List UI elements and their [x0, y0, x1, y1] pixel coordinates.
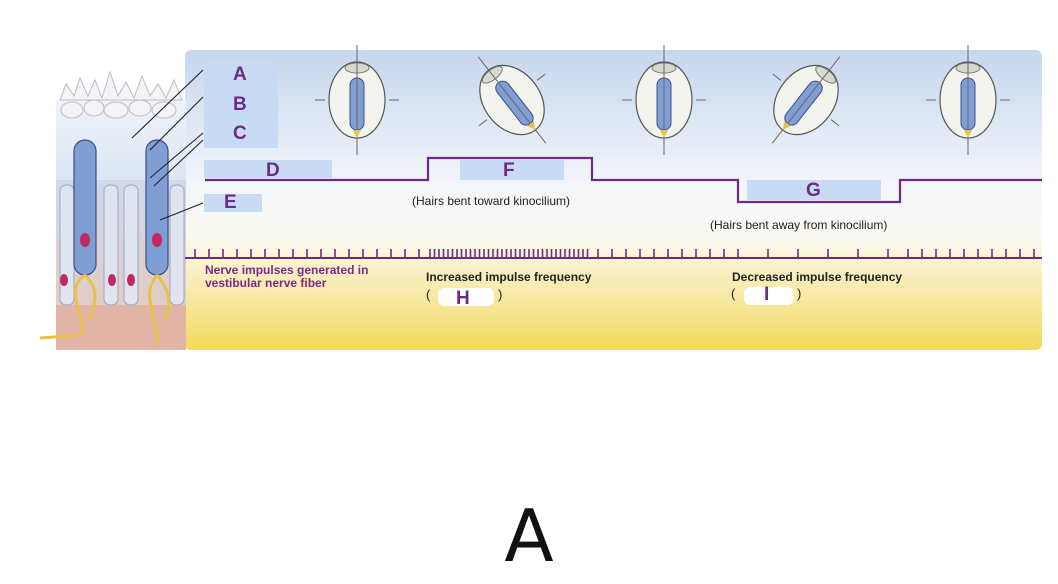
open-paren-h: (	[426, 287, 430, 302]
label-e: E	[224, 193, 237, 212]
label-c: C	[233, 124, 247, 143]
label-h: H	[456, 289, 470, 308]
label-b: B	[233, 95, 247, 114]
label-a: A	[233, 65, 247, 84]
impulse-baseline-text: Nerve impulses generated in vestibular n…	[205, 264, 395, 290]
label-f: F	[503, 161, 515, 180]
close-paren-h: )	[498, 287, 502, 302]
label-d: D	[266, 161, 280, 180]
increased-frequency-text: Increased impulse frequency	[426, 271, 591, 284]
caption-hairs-toward: (Hairs bent toward kinocilium)	[412, 194, 570, 208]
decreased-frequency-text: Decreased impulse frequency	[732, 271, 902, 284]
label-g: G	[806, 181, 821, 200]
panel-caption: A	[0, 500, 1058, 572]
close-paren-i: )	[797, 286, 801, 301]
label-i: I	[764, 285, 769, 304]
open-paren-i: (	[731, 286, 735, 301]
hair-cell-tissue-illustration	[40, 70, 203, 350]
background-panel	[185, 50, 1042, 350]
caption-hairs-away: (Hairs bent away from kinocilium)	[710, 218, 887, 232]
